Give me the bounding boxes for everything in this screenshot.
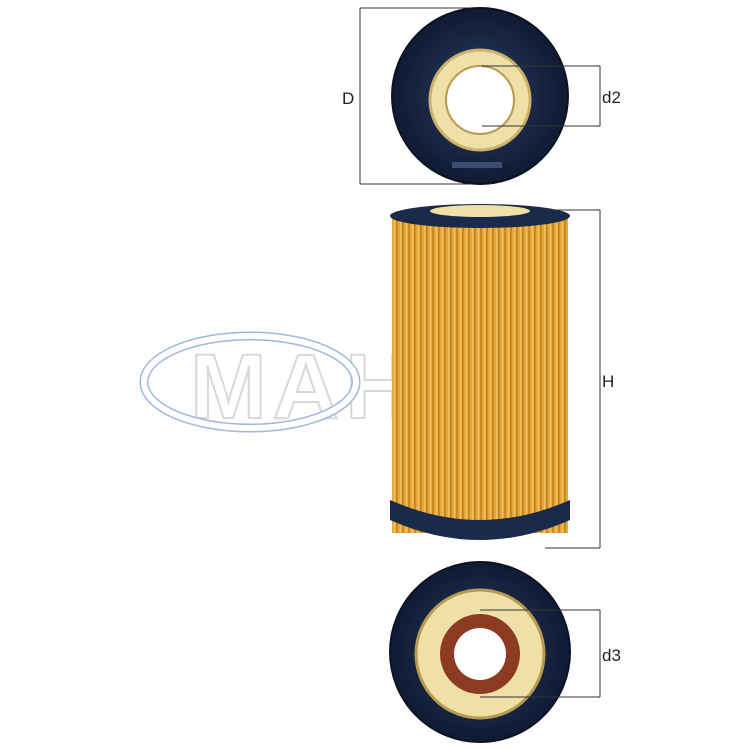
dimension-label-H: H bbox=[602, 372, 614, 391]
filter-bottom-end-cap-icon bbox=[389, 561, 571, 743]
dimension-d2: d2 bbox=[482, 65, 621, 127]
o-ring-icon bbox=[139, 331, 361, 433]
dimension-label-d3: d3 bbox=[602, 646, 621, 665]
dimension-H: H bbox=[545, 209, 614, 549]
dimension-label-D: D bbox=[342, 89, 354, 108]
dimension-d3: d3 bbox=[480, 609, 621, 698]
filter-top-end-cap-icon bbox=[391, 7, 569, 185]
filter-element-side-icon bbox=[390, 204, 570, 540]
dimension-label-d2: d2 bbox=[602, 88, 621, 107]
dimension-D: D bbox=[342, 7, 470, 185]
